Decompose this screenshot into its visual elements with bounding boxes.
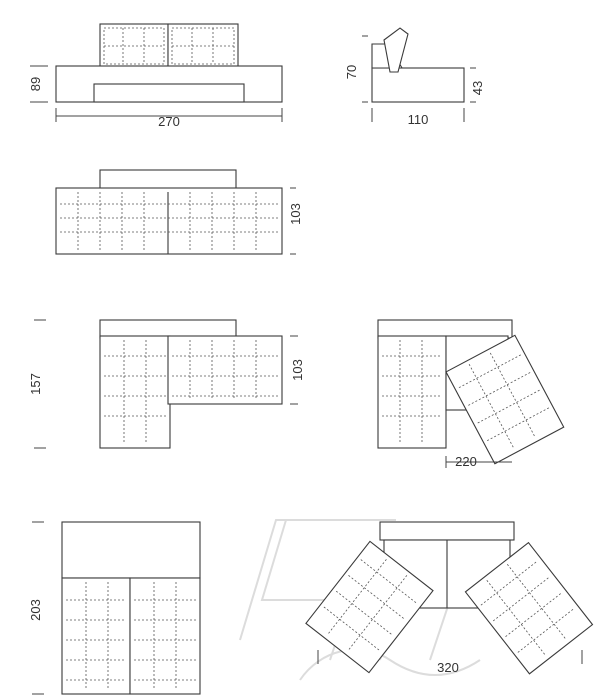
bed-length-ticks [32, 521, 44, 695]
bed-left-mattress [61, 577, 131, 695]
open-right-cushion [464, 541, 594, 675]
top-depth-ticks [290, 187, 296, 255]
corner-seat-stitching [172, 340, 278, 400]
front-seat-platform [93, 83, 245, 103]
top-seat-frame [55, 187, 283, 255]
front-height-label: 89 [28, 77, 43, 91]
open-left-stitching [323, 559, 418, 652]
bed-length-label: 203 [28, 599, 43, 621]
full-open-view [305, 521, 594, 675]
partial-fixed-seat [377, 335, 447, 449]
corner-depth-label: 157 [28, 373, 43, 395]
side-depth-label: 110 [408, 112, 429, 127]
front-view [30, 23, 283, 122]
partial-fixed-stitching [382, 340, 442, 444]
partial-back-rest [377, 319, 513, 339]
side-base [371, 67, 465, 103]
partial-rotated-cushion [445, 334, 565, 465]
side-height-ticks [362, 35, 476, 103]
corner-view [34, 319, 298, 449]
side-depth-ticks [371, 108, 465, 122]
partial-open-view [377, 319, 565, 468]
corner-chaise [99, 335, 171, 449]
side-back-height-label: 70 [344, 65, 359, 79]
open-left-cushion [305, 540, 434, 674]
front-width-dimension-line [55, 108, 283, 122]
front-height-ticks [30, 65, 48, 103]
bed-base-block [61, 521, 201, 579]
front-cushion-stitching-left [103, 27, 165, 65]
corner-dimension-ticks [34, 319, 298, 449]
bed-left-stitching [66, 582, 126, 690]
open-width-ticks [317, 650, 583, 664]
open-back-rest [379, 521, 515, 541]
corner-seat-depth-label: 103 [290, 359, 305, 381]
front-cushion-stitching-right [171, 27, 235, 65]
bed-view [32, 521, 201, 695]
top-view [55, 169, 296, 255]
partial-width-dimension-line [445, 456, 512, 468]
partial-open-width-label: 220 [455, 454, 477, 469]
side-view [362, 27, 476, 122]
open-width-label: 320 [437, 660, 459, 675]
top-depth-label: 103 [288, 203, 303, 225]
side-backrest [383, 27, 409, 73]
corner-back-rest [99, 319, 237, 339]
front-back-cushion-right [167, 23, 239, 69]
bed-right-mattress [129, 577, 201, 695]
side-seat-height-label: 43 [470, 81, 485, 95]
top-seat-stitching [60, 192, 278, 250]
front-width-label: 270 [158, 114, 180, 129]
corner-seat [167, 335, 283, 405]
